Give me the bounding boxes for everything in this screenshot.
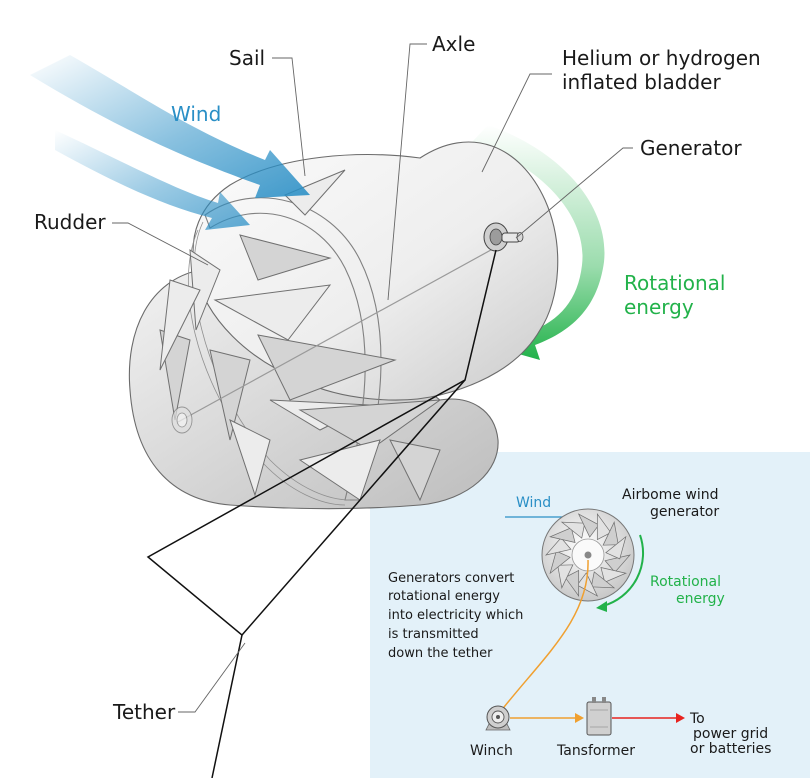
turbine-blades <box>159 169 442 502</box>
inset-description-line: down the tether <box>388 646 493 661</box>
transformer-icon <box>586 697 612 736</box>
inset-description: Generators convert rotational energy int… <box>388 571 523 661</box>
rotational-label-line2: energy <box>624 295 694 319</box>
inset-blade <box>545 537 572 556</box>
inset-rotation-arrow <box>596 534 645 612</box>
inset-blade <box>600 567 627 583</box>
rotation-arrow <box>472 125 605 360</box>
sail-label: Sail <box>229 46 265 70</box>
output-label-line0: To <box>689 711 705 727</box>
inset-blade <box>564 569 580 598</box>
inset-blade <box>590 571 616 589</box>
tether-label: Tether <box>112 700 176 724</box>
inset-rotational-line1: Rotational <box>650 574 721 590</box>
winch-label: Winch <box>470 743 513 759</box>
output-label-line1: power grid <box>693 726 768 742</box>
bladder-label-line2: inflated bladder <box>562 70 721 94</box>
inset-description-line: rotational energy <box>388 589 500 604</box>
tether-lines <box>146 249 497 778</box>
tether-line <box>241 379 466 636</box>
wind-arrow-lower <box>55 130 250 230</box>
inset-blade <box>577 513 600 538</box>
wind-label: Wind <box>171 102 221 126</box>
wind-arrow-upper <box>30 55 310 198</box>
inset-blade <box>549 550 571 575</box>
transformer-label: Tansformer <box>556 743 635 759</box>
rotational-label-line1: Rotational <box>624 271 725 295</box>
turbine-ring <box>204 197 382 501</box>
output-label-line2: or batteries <box>690 741 771 757</box>
tether-line <box>146 249 497 778</box>
leader-lines <box>112 43 633 713</box>
axle-line <box>177 244 501 423</box>
inset-wind-label: Wind <box>516 495 551 511</box>
wind-arrows <box>30 55 310 230</box>
generator-label: Generator <box>640 136 742 160</box>
inset-power-output-line <box>612 713 685 723</box>
inset-blade <box>602 521 619 546</box>
inset-description-line: is transmitted <box>388 627 479 642</box>
inset-blade <box>557 564 574 589</box>
bladder-label-line1: Helium or hydrogen <box>562 46 761 70</box>
inset-blade <box>596 512 612 541</box>
inset-panel: Wind Airbome wind generator Rotational e… <box>370 452 810 778</box>
inset-description-line: into electricity which <box>388 608 523 623</box>
inset-title-line2: generator <box>650 504 719 520</box>
inset-winch-to-transformer-line <box>510 713 584 723</box>
inset-blade <box>549 527 576 543</box>
inset-blade <box>576 572 599 597</box>
inset-rotational-line2: energy <box>676 591 725 607</box>
inset-turbine-icon <box>541 508 635 602</box>
inset-blade <box>560 521 586 539</box>
inset-tether-line <box>496 559 589 717</box>
rear-generator-icon <box>171 406 193 434</box>
inset-blade <box>605 535 627 560</box>
rudder-label: Rudder <box>34 210 106 234</box>
inset-description-line: Generators convert <box>388 571 514 586</box>
inset-title-line1: Airbome wind <box>622 487 718 503</box>
axle-label: Axle <box>432 32 475 56</box>
winch-icon <box>485 705 511 731</box>
